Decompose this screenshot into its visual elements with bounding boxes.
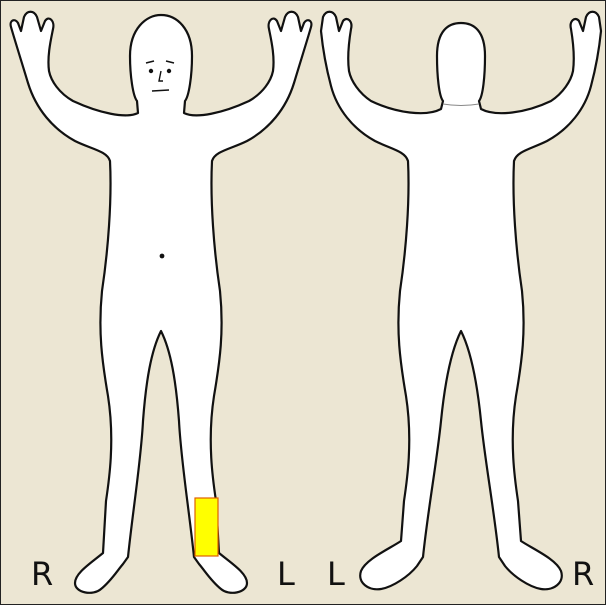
highlighted-left-lower-leg: [195, 498, 218, 556]
navel: [160, 254, 165, 259]
front-left-side-label: L: [277, 558, 295, 590]
mouth: [152, 90, 169, 91]
front-right-side-label: R: [31, 558, 53, 590]
right-eye: [149, 69, 153, 73]
back-left-side-label: L: [327, 558, 345, 590]
back-body-outline: [321, 12, 601, 590]
back-right-side-label: R: [572, 558, 594, 590]
front-body-figure: [11, 12, 312, 593]
left-eye: [167, 69, 171, 73]
back-body-figure: [321, 12, 601, 590]
front-body-outline: [11, 12, 312, 593]
